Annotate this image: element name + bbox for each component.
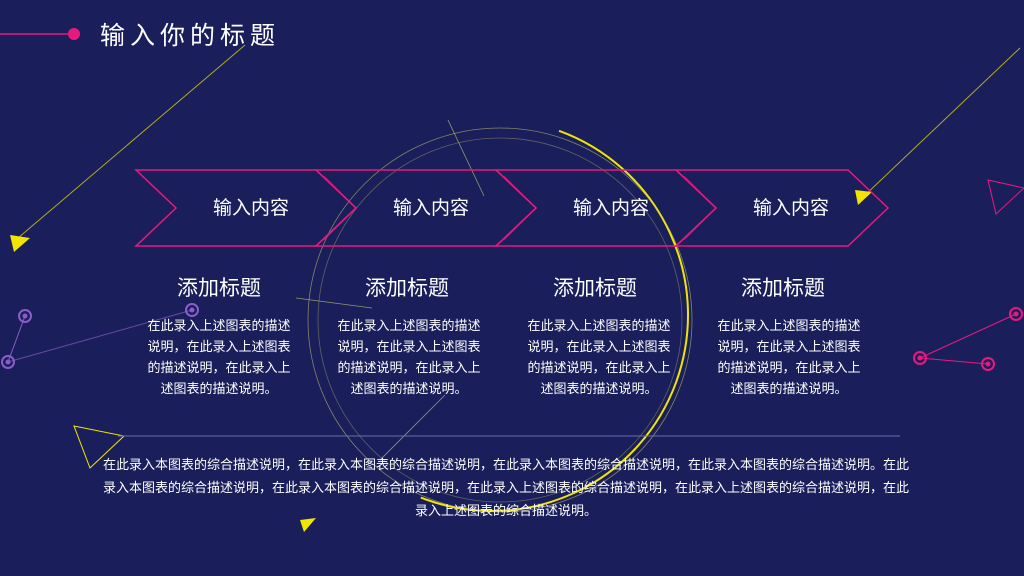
node-right-b-center bbox=[985, 361, 991, 367]
diagonal-line-right bbox=[861, 47, 1021, 199]
circle-chord-line-lower bbox=[379, 394, 446, 461]
step-3-label: 输入内容 bbox=[572, 197, 649, 219]
step-3-heading: 添加标题 bbox=[553, 276, 637, 300]
step-4-description: 在此录入上述图表的描述说明，在此录入上述图表的描述说明，在此录入上述图表的描述说… bbox=[717, 319, 861, 397]
diagonal-line-left bbox=[17, 44, 246, 239]
node-right-c-icon bbox=[1009, 307, 1023, 321]
node-right-c-center bbox=[1013, 311, 1019, 317]
step-1-label: 输入内容 bbox=[212, 197, 289, 219]
chevron-3-inner bbox=[683, 175, 717, 241]
node-link-left-1 bbox=[7, 315, 26, 363]
step-2-label: 输入内容 bbox=[392, 197, 469, 219]
node-left-bottom-center bbox=[5, 359, 11, 365]
step-2-description: 在此录入上述图表的描述说明，在此录入上述图表的描述说明，在此录入上述图表的描述说… bbox=[337, 319, 481, 397]
node-right-a-icon bbox=[913, 351, 927, 365]
node-left-top-center bbox=[22, 313, 28, 319]
page-title: 输入你的标题 bbox=[100, 21, 281, 50]
node-center-icon bbox=[185, 303, 199, 317]
node-link-right-2 bbox=[919, 357, 989, 365]
node-link-left-2 bbox=[7, 309, 193, 363]
triangle-right-icon bbox=[855, 190, 872, 205]
thin-circle-outer bbox=[307, 127, 693, 513]
yellow-arc bbox=[295, 118, 689, 512]
node-right-a-center bbox=[917, 355, 923, 361]
triangle-outline-right-icon bbox=[987, 179, 1024, 215]
triangle-left-icon bbox=[10, 235, 30, 252]
chevron-2-inner bbox=[503, 175, 537, 241]
node-link-right-1 bbox=[919, 313, 1017, 359]
triangle-outline-left-icon bbox=[73, 425, 126, 469]
node-left-top-icon bbox=[18, 309, 32, 323]
step-1-description: 在此录入上述图表的描述说明，在此录入上述图表的描述说明，在此录入上述图表的描述说… bbox=[147, 319, 291, 397]
title-accent-dot bbox=[68, 28, 80, 40]
circle-chord-line bbox=[295, 297, 373, 309]
chevron-1-inner bbox=[323, 175, 357, 241]
node-right-b-icon bbox=[981, 357, 995, 371]
node-left-bottom-icon bbox=[1, 355, 15, 369]
step-3-description: 在此录入上述图表的描述说明，在此录入上述图表的描述说明，在此录入上述图表的描述说… bbox=[527, 319, 671, 397]
summary-text: 在此录入本图表的综合描述说明，在此录入本图表的综合描述说明，在此录入本图表的综合… bbox=[102, 458, 909, 519]
triangle-bottom-icon bbox=[300, 518, 316, 532]
step-4-label: 输入内容 bbox=[752, 197, 829, 219]
step-4-heading: 添加标题 bbox=[741, 276, 825, 300]
node-center-center bbox=[189, 307, 195, 313]
circle-radius-line bbox=[447, 119, 485, 197]
step-2-heading: 添加标题 bbox=[365, 276, 449, 300]
thin-circle-inner bbox=[317, 137, 683, 503]
step-1-heading: 添加标题 bbox=[177, 276, 261, 300]
